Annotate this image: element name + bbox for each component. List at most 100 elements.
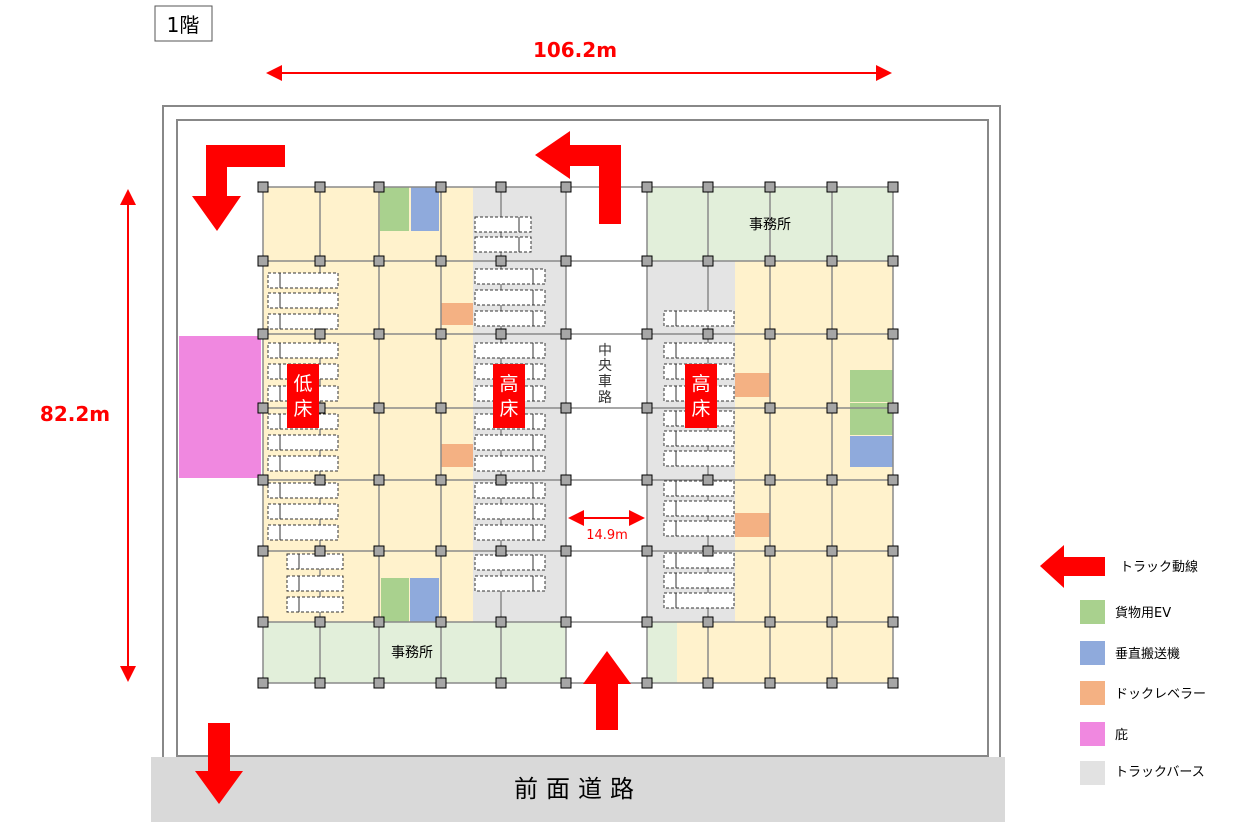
truck-space <box>267 292 339 309</box>
column <box>314 545 326 557</box>
column <box>314 677 326 689</box>
truck-space <box>663 450 735 467</box>
column <box>641 545 653 557</box>
truck-space <box>267 524 339 541</box>
column <box>764 474 776 486</box>
road-width-label: 14.9m <box>586 528 628 543</box>
column <box>641 255 653 267</box>
warehouse-bottom-right <box>677 622 893 683</box>
legend-swatch <box>1080 600 1105 624</box>
column <box>702 181 714 193</box>
truck-space <box>286 575 344 592</box>
column <box>495 328 507 340</box>
legend-swatch <box>1080 641 1105 665</box>
column <box>373 181 385 193</box>
depth-dimension-label: 82.2m <box>40 402 110 426</box>
column <box>826 474 838 486</box>
truck-space <box>663 480 735 497</box>
central-road-char: 央 <box>598 358 612 374</box>
legend-label: 貨物用EV <box>1115 605 1171 621</box>
column <box>641 181 653 193</box>
low-floor-tag <box>287 364 319 428</box>
column <box>495 545 507 557</box>
legend-label: 庇 <box>1115 728 1128 743</box>
truck-space <box>267 503 339 520</box>
column <box>560 181 572 193</box>
high-floor-tag-right <box>685 364 717 428</box>
truck-space <box>267 434 339 451</box>
truck-space <box>474 524 546 541</box>
office-top-label: 事務所 <box>749 217 791 233</box>
column <box>560 545 572 557</box>
truck-flow-entry-arrow-icon <box>192 145 285 231</box>
legend-label: トラックバース <box>1115 765 1205 780</box>
truck-space <box>474 455 546 472</box>
column <box>560 474 572 486</box>
column <box>641 402 653 414</box>
column <box>495 677 507 689</box>
column <box>560 616 572 628</box>
column <box>887 328 899 340</box>
column <box>826 255 838 267</box>
truck-space <box>663 342 735 359</box>
truck-space <box>267 342 339 359</box>
truck-space <box>663 572 735 589</box>
legend-label: トラック動線 <box>1120 559 1198 575</box>
dock-leveler <box>441 303 473 325</box>
column <box>702 616 714 628</box>
office-bottom-label: 事務所 <box>391 645 433 661</box>
truck-space <box>474 554 546 571</box>
truck-space <box>267 272 339 289</box>
truck-space <box>663 500 735 517</box>
high-floor-tag-left <box>493 364 525 428</box>
truck-space <box>286 596 344 613</box>
high-floor-char: 高 <box>691 373 710 395</box>
truck-space <box>663 520 735 537</box>
column <box>373 402 385 414</box>
column <box>257 402 269 414</box>
column <box>314 328 326 340</box>
column <box>495 181 507 193</box>
column <box>764 677 776 689</box>
central-road-char: 路 <box>598 390 612 406</box>
vertical-conveyor <box>411 187 439 231</box>
column <box>826 545 838 557</box>
column <box>560 677 572 689</box>
legend-label: 垂直搬送機 <box>1115 647 1180 662</box>
column <box>764 328 776 340</box>
office-bottom <box>263 622 566 683</box>
column <box>702 474 714 486</box>
column <box>887 402 899 414</box>
truck-space <box>474 503 546 520</box>
column <box>495 255 507 267</box>
dock-leveler <box>441 444 473 467</box>
column <box>373 328 385 340</box>
column <box>257 474 269 486</box>
column <box>887 474 899 486</box>
front-road-label: 前面道路 <box>514 775 642 803</box>
column <box>373 545 385 557</box>
legend: トラック動線 貨物用EV 垂直搬送機 ドックレベラー 庇 トラックバース <box>1040 545 1206 785</box>
column <box>495 616 507 628</box>
column <box>435 616 447 628</box>
truck-space <box>267 313 339 330</box>
column <box>373 677 385 689</box>
central-road-char: 車 <box>598 373 612 390</box>
low-floor-char: 床 <box>293 398 312 420</box>
truck-space <box>474 575 546 592</box>
truck-space <box>267 455 339 472</box>
column <box>314 255 326 267</box>
column <box>702 545 714 557</box>
column <box>826 328 838 340</box>
central-road-char: 中 <box>598 343 612 359</box>
truck-space <box>474 342 546 359</box>
column <box>887 255 899 267</box>
central-road-label: 中 央 車 路 <box>598 343 612 406</box>
column <box>373 474 385 486</box>
column <box>641 677 653 689</box>
high-floor-char: 高 <box>499 373 518 395</box>
high-floor-char: 床 <box>691 398 710 420</box>
truck-flow-exit-arrow-icon <box>535 131 621 224</box>
truck-space <box>474 310 546 327</box>
